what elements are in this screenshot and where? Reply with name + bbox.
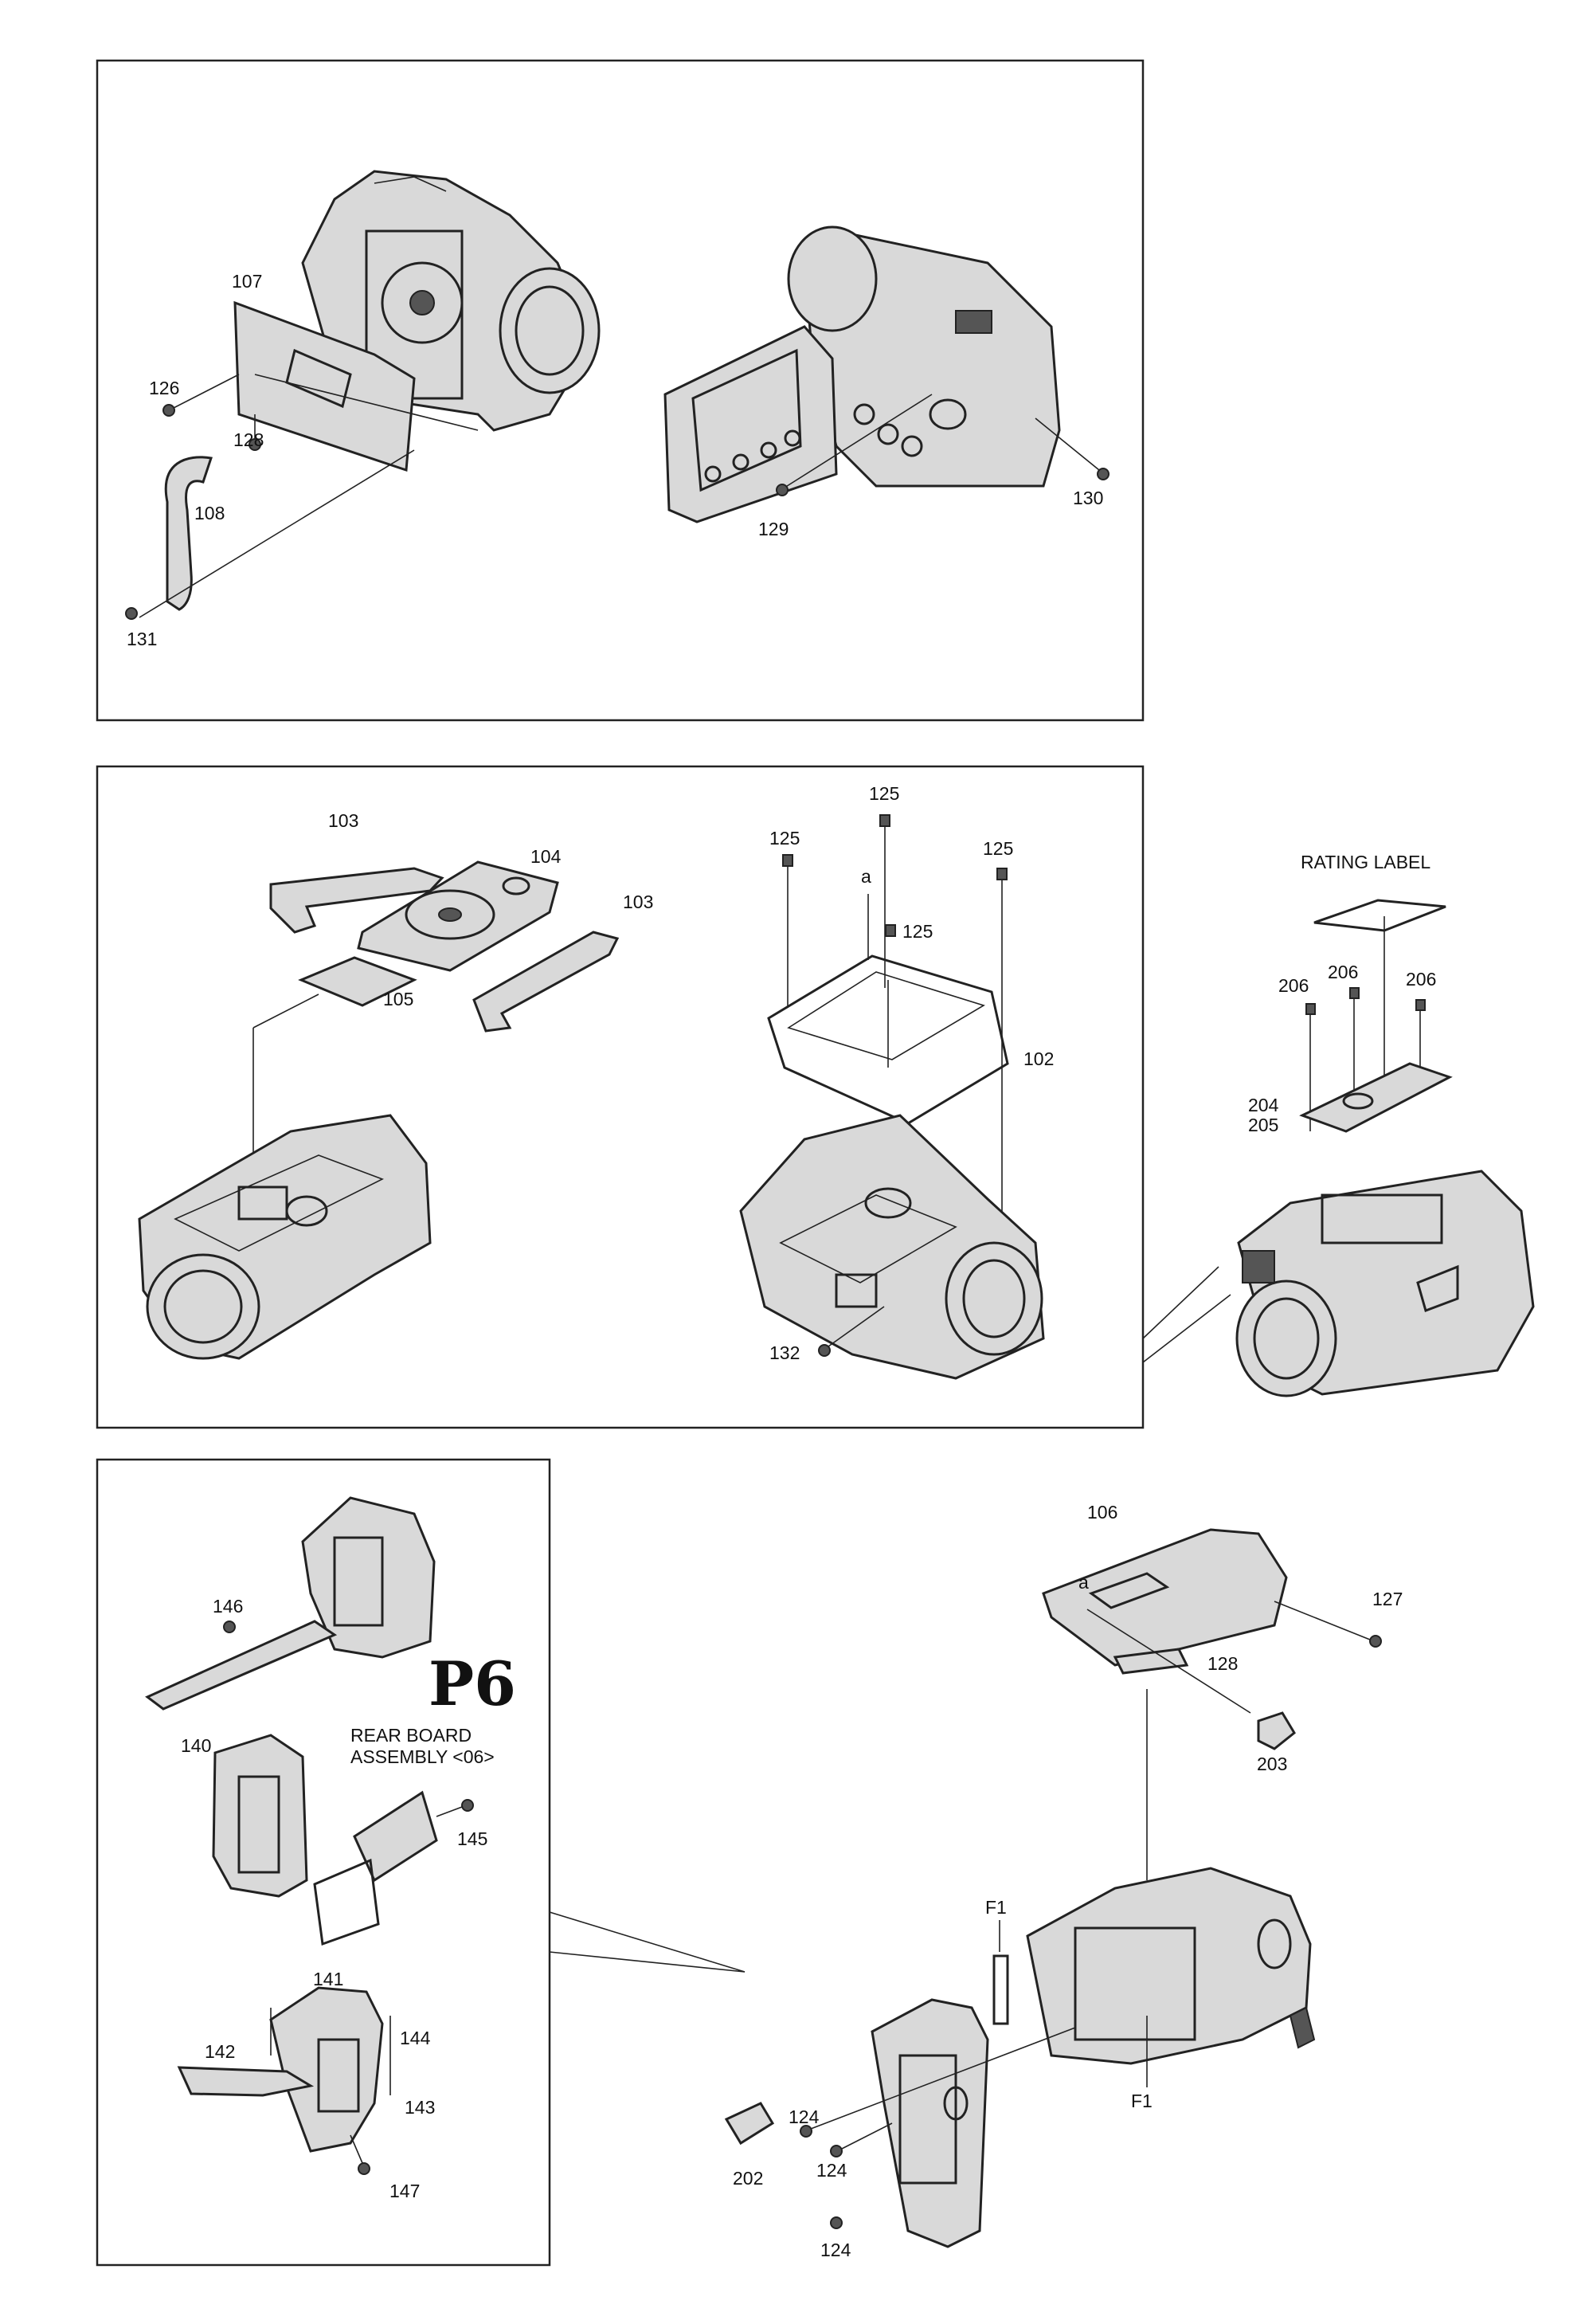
panel-bottom-frame	[96, 1458, 551, 2267]
callout-line-3	[549, 1911, 746, 1973]
camcorder-body-middle-right	[739, 1114, 1045, 1380]
label-124-c: 124	[820, 2240, 851, 2260]
button-203	[1257, 1711, 1296, 1750]
screws-124	[800, 2027, 1076, 2229]
label-206-b: 206	[1328, 962, 1358, 982]
label-126: 126	[149, 378, 179, 398]
label-103-left: 103	[328, 810, 358, 831]
camcorder-body-bottom-right	[1026, 1867, 1316, 2065]
label-146: 146	[213, 1596, 243, 1617]
rear-board-label-line1: REAR BOARD	[350, 1725, 472, 1746]
label-128-bottom: 128	[1207, 1653, 1238, 1674]
body-section-146	[145, 1496, 436, 1711]
cap-202	[724, 2102, 775, 2146]
flex-142	[177, 2066, 315, 2097]
hdd-104	[357, 860, 559, 972]
hdd-frame-102	[767, 954, 1009, 1125]
label-125-d: 125	[983, 838, 1013, 859]
label-143: 143	[405, 2097, 435, 2118]
label-125-c: 125	[902, 921, 933, 942]
screw-130	[1097, 468, 1110, 480]
rear-board-06	[313, 1790, 463, 1946]
label-142: 142	[205, 2041, 235, 2062]
label-145: 145	[457, 1828, 487, 1849]
rear-cover	[871, 1998, 989, 2248]
callout-line-2	[1142, 1294, 1231, 1363]
hand-strap-108	[139, 449, 415, 618]
panel-top-frame	[96, 59, 1145, 722]
top-plate-204-205	[1299, 1062, 1453, 1133]
side-cover-107	[233, 300, 479, 472]
label-204: 204	[1248, 1095, 1279, 1115]
screws-125	[782, 814, 1008, 1231]
rear-section-141-144	[269, 1986, 391, 2153]
label-130: 130	[1073, 488, 1103, 508]
label-F1-top: F1	[985, 1897, 1007, 1918]
label-141: 141	[313, 1969, 343, 1989]
callout-line-4	[549, 1951, 746, 1973]
label-144: 144	[400, 2028, 431, 2048]
screw-127	[1369, 1635, 1382, 1648]
label-107: 107	[232, 271, 262, 292]
label-206-c: 206	[1406, 969, 1436, 990]
label-202: 202	[733, 2168, 763, 2189]
hdd-bracket-103-right	[472, 931, 620, 1033]
flex-F1	[992, 1920, 1148, 2087]
rear-board-label-line2: ASSEMBLY <06>	[350, 1746, 495, 1767]
label-127: 127	[1372, 1589, 1403, 1609]
screw-128-top	[249, 414, 261, 451]
label-203: 203	[1257, 1754, 1287, 1774]
label-124-b: 124	[816, 2160, 847, 2181]
label-102: 102	[1023, 1048, 1054, 1069]
label-F1-bottom: F1	[1131, 2091, 1153, 2111]
label-a-middle: a	[861, 866, 871, 887]
label-105: 105	[383, 989, 413, 1009]
flex-a	[1086, 1609, 1251, 1714]
screw-146	[223, 1621, 236, 1633]
camcorder-body-middle-left	[138, 1114, 432, 1360]
screw-131	[125, 607, 138, 620]
screw-126	[162, 374, 240, 417]
label-132: 132	[769, 1342, 800, 1363]
top-cover-106	[1042, 1528, 1375, 1667]
label-129: 129	[758, 519, 789, 539]
screw-132	[818, 1306, 885, 1357]
label-103-right: 103	[623, 892, 653, 912]
label-125-b: 125	[869, 783, 899, 804]
screw-145	[461, 1799, 474, 1812]
label-128: 128	[233, 429, 264, 450]
flex-cable-105	[252, 956, 417, 1171]
label-125-a: 125	[769, 828, 800, 848]
label-205: 205	[1248, 1115, 1278, 1135]
hdd-bracket-103-left	[269, 867, 444, 934]
label-131: 131	[127, 629, 157, 649]
label-106: 106	[1087, 1502, 1117, 1523]
label-147: 147	[389, 2181, 420, 2201]
screw-147	[350, 2134, 370, 2175]
camcorder-lcd-open	[663, 225, 1100, 523]
label-108: 108	[194, 503, 225, 523]
label-124-a: 124	[789, 2106, 820, 2127]
callout-line-1	[1142, 1266, 1219, 1339]
label-104: 104	[530, 846, 562, 867]
label-140: 140	[181, 1735, 211, 1756]
panel-middle-frame	[96, 765, 1145, 1429]
camcorder-body-rating	[1235, 1170, 1535, 1397]
label-a-bottom: a	[1078, 1572, 1089, 1593]
handwritten-p6: P6	[429, 1648, 516, 1719]
label-206-a: 206	[1278, 975, 1309, 996]
rating-label-sticker	[1313, 899, 1446, 1099]
screw-129	[776, 484, 789, 496]
body-section-140	[212, 1734, 308, 1898]
rating-label-text: RATING LABEL	[1301, 852, 1430, 872]
